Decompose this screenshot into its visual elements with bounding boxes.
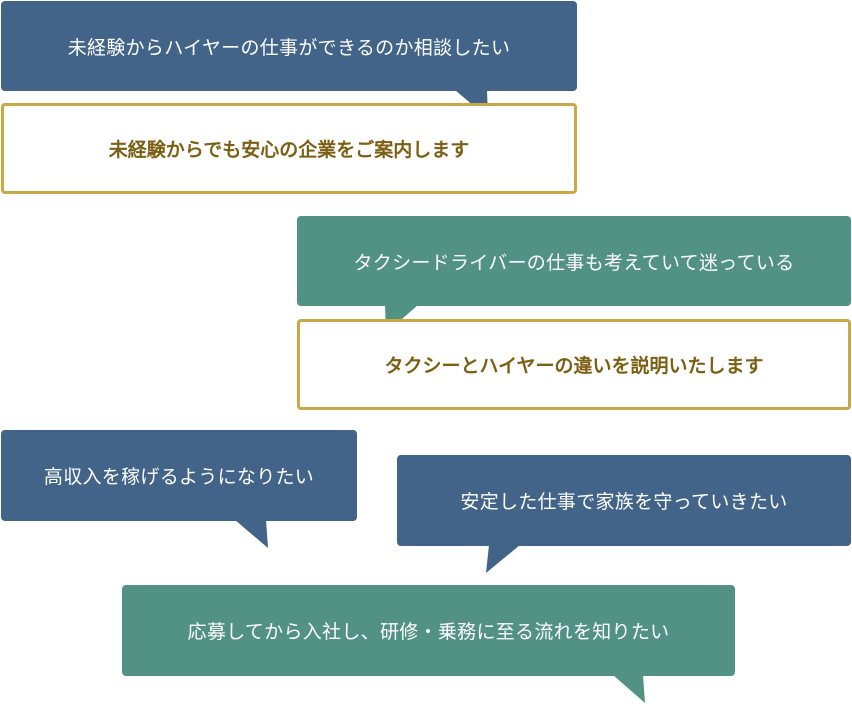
- answer-box-2: タクシーとハイヤーの違いを説明いたします: [297, 319, 851, 410]
- question-text: 安定した仕事で家族を守っていきたい: [460, 491, 788, 513]
- bubble-tail-3: [235, 520, 268, 548]
- question-text: タクシードライバーの仕事も考えていて迷っている: [353, 251, 795, 274]
- question-bubble-3: 高収入を稼げるようになりたい: [1, 430, 357, 521]
- bubble-tail-4: [486, 545, 520, 573]
- question-text: 応募してから入社し、研修・乗務に至る流れを知りたい: [187, 621, 670, 643]
- answer-text: タクシーとハイヤーの違いを説明いたします: [384, 355, 764, 377]
- question-bubble-2: タクシードライバーの仕事も考えていて迷っている: [297, 216, 851, 306]
- question-bubble-4: 安定した仕事で家族を守っていきたい: [397, 455, 851, 546]
- answer-text: 未経験からでも安心の企業をご案内します: [108, 139, 470, 161]
- question-text: 高収入を稼げるようになりたい: [43, 466, 315, 488]
- question-bubble-5: 応募してから入社し、研修・乗務に至る流れを知りたい: [122, 585, 735, 676]
- bubble-tail-5: [613, 675, 645, 703]
- answer-box-1: 未経験からでも安心の企業をご案内します: [1, 103, 577, 194]
- question-text: 未経験からハイヤーの仕事ができるのか相談したい: [67, 36, 511, 59]
- question-bubble-1: 未経験からハイヤーの仕事ができるのか相談したい: [1, 1, 577, 91]
